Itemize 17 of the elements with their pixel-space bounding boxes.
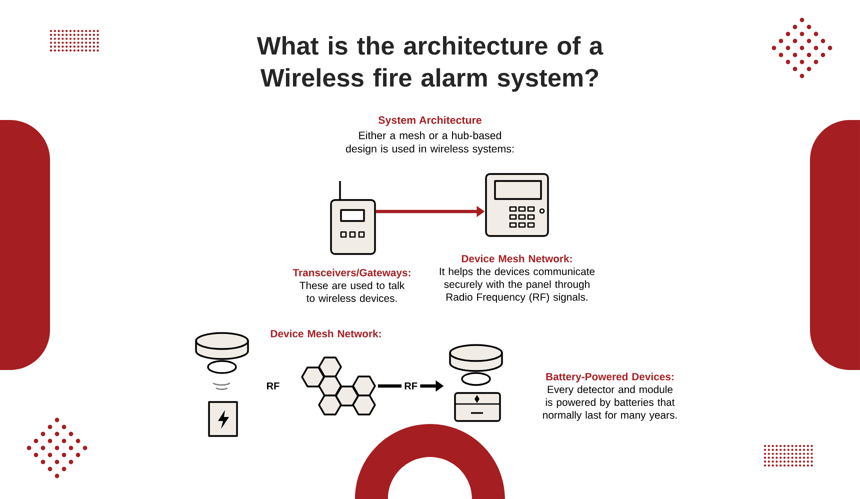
description: It helps the devices communicate securely with the panel through Radio Frequency (RF) signals. xyxy=(440,268,595,303)
title: What is the architecture of a Wireless fire alarm system? xyxy=(256,36,604,92)
heading: Transceivers/Gateways: xyxy=(292,268,410,278)
control-panel-drawing xyxy=(485,173,549,237)
heading: Device Mesh Network: xyxy=(462,254,572,262)
description: Either a mesh or a hub-based design is used in wireless systems: xyxy=(346,131,514,155)
detector-drawing xyxy=(195,332,249,437)
description: These are used to talk to wireless devices. xyxy=(300,282,405,302)
signal-label: RF xyxy=(267,382,280,390)
heading: System Architecture xyxy=(378,116,482,126)
heading: Battery-Powered Devices: xyxy=(546,372,674,382)
heading: Device Mesh Network: xyxy=(270,330,381,338)
hexagon-mesh-drawing xyxy=(301,356,376,416)
description: Every detector and module is powered by batteries that normally last for many years. xyxy=(543,386,677,421)
edge-label: RF xyxy=(404,382,418,390)
detector-drawing xyxy=(449,344,503,422)
transceiver-drawing xyxy=(330,181,376,255)
